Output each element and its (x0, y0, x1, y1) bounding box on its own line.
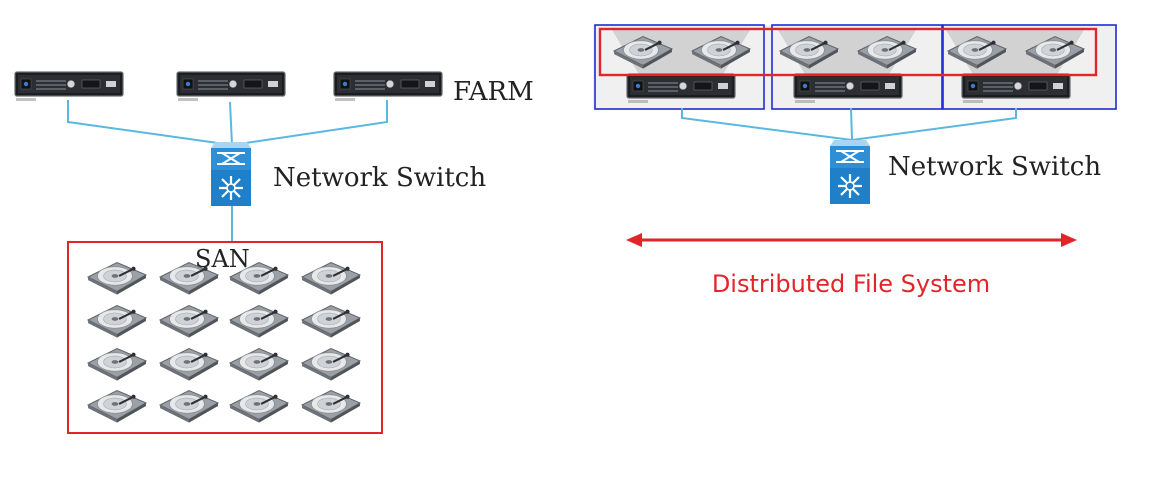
dfs-label: Distributed File System (712, 270, 990, 298)
disk-icon (159, 347, 219, 382)
disk-icon (229, 389, 289, 424)
disk-icon (159, 389, 219, 424)
dfs-span-arrow (626, 233, 1077, 247)
disk-icon (301, 304, 361, 339)
disk-icon (159, 304, 219, 339)
disk-icon (229, 304, 289, 339)
network-switch-icon (210, 140, 252, 208)
link-node-2 (850, 107, 853, 141)
network-switch-label: Network Switch (273, 163, 486, 193)
dfs-links (681, 107, 1017, 141)
link-server-2 (229, 101, 233, 146)
san-box (67, 241, 383, 434)
server-icon (333, 71, 443, 102)
network-switch-label: Network Switch (888, 152, 1101, 182)
link-server-3 (231, 100, 388, 146)
disk-icon (301, 389, 361, 424)
dfs-disk-highlight (598, 27, 1098, 77)
server-icon (176, 71, 286, 102)
node-box (594, 24, 765, 110)
link-server-1 (67, 100, 233, 146)
disk-icon (87, 389, 147, 424)
disk-icon (301, 261, 361, 296)
disk-icon (301, 347, 361, 382)
storage-node (942, 24, 1117, 110)
disk-icon (87, 304, 147, 339)
storage-node (771, 24, 943, 110)
disk-icon (87, 261, 147, 296)
right-diagram: Network Switch Distributed File System (593, 24, 1117, 298)
farm-label: FARM (453, 77, 534, 107)
link-node-1 (681, 108, 853, 141)
network-switch-icon (829, 138, 871, 206)
server-icon (14, 71, 124, 102)
san-disk-grid (87, 261, 361, 424)
node-box (942, 24, 1117, 110)
left-diagram: FARM Network Switch SAN (14, 71, 534, 434)
disk-icon (87, 347, 147, 382)
storage-node (594, 24, 765, 110)
link-node-3 (851, 108, 1017, 141)
disk-icon (229, 347, 289, 382)
node-box (771, 24, 943, 110)
farm-links (67, 100, 388, 242)
